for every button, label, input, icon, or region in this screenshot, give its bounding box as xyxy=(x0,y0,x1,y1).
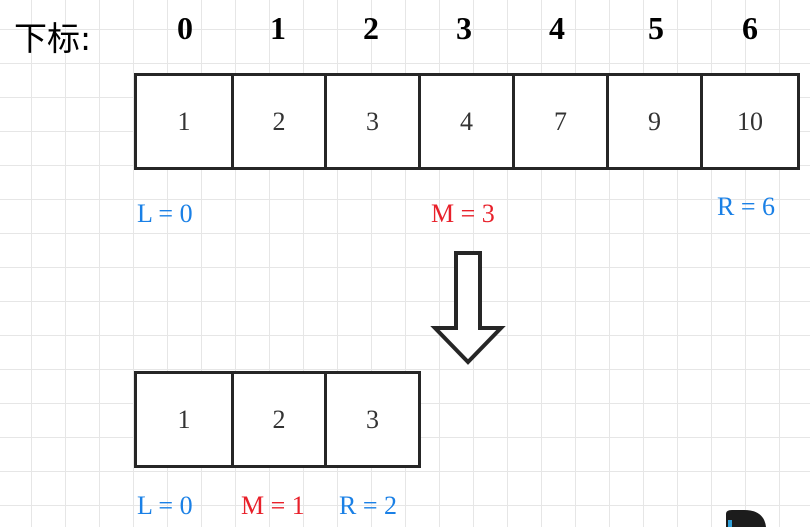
index-number-6: 6 xyxy=(742,10,758,46)
bottom-right-pointer: R = 2 xyxy=(339,491,398,520)
index-number-2: 2 xyxy=(363,10,379,46)
index-number-3: 3 xyxy=(456,10,472,46)
bottom-left-pointer: L = 0 xyxy=(137,491,193,520)
top-left-pointer: L = 0 xyxy=(137,199,193,228)
array-cell: 2 xyxy=(234,374,327,465)
array-cell: 1 xyxy=(137,374,234,465)
index-number-1: 1 xyxy=(270,10,286,46)
array-cell: 9 xyxy=(609,76,703,167)
array-cell: 3 xyxy=(366,404,379,434)
array-cell: 7 xyxy=(515,76,609,167)
index-number-5: 5 xyxy=(648,10,664,46)
top-right-pointer: R = 6 xyxy=(717,192,776,221)
down-arrow-icon xyxy=(430,251,506,365)
array-cell: 4 xyxy=(421,76,515,167)
array-cell: 10 xyxy=(737,106,763,136)
bottom-array: 1 2 3 xyxy=(134,371,421,468)
index-number-4: 4 xyxy=(549,10,565,46)
logo-icon xyxy=(726,510,766,527)
top-mid-pointer: M = 3 xyxy=(431,199,495,228)
index-label: 下标: xyxy=(14,19,92,58)
array-cell: 3 xyxy=(327,76,421,167)
array-cell: 1 xyxy=(137,76,234,167)
bottom-mid-pointer: M = 1 xyxy=(241,491,305,520)
array-cell: 2 xyxy=(234,76,327,167)
index-number-0: 0 xyxy=(177,10,193,46)
top-array: 1 2 3 4 7 9 10 xyxy=(134,73,800,170)
